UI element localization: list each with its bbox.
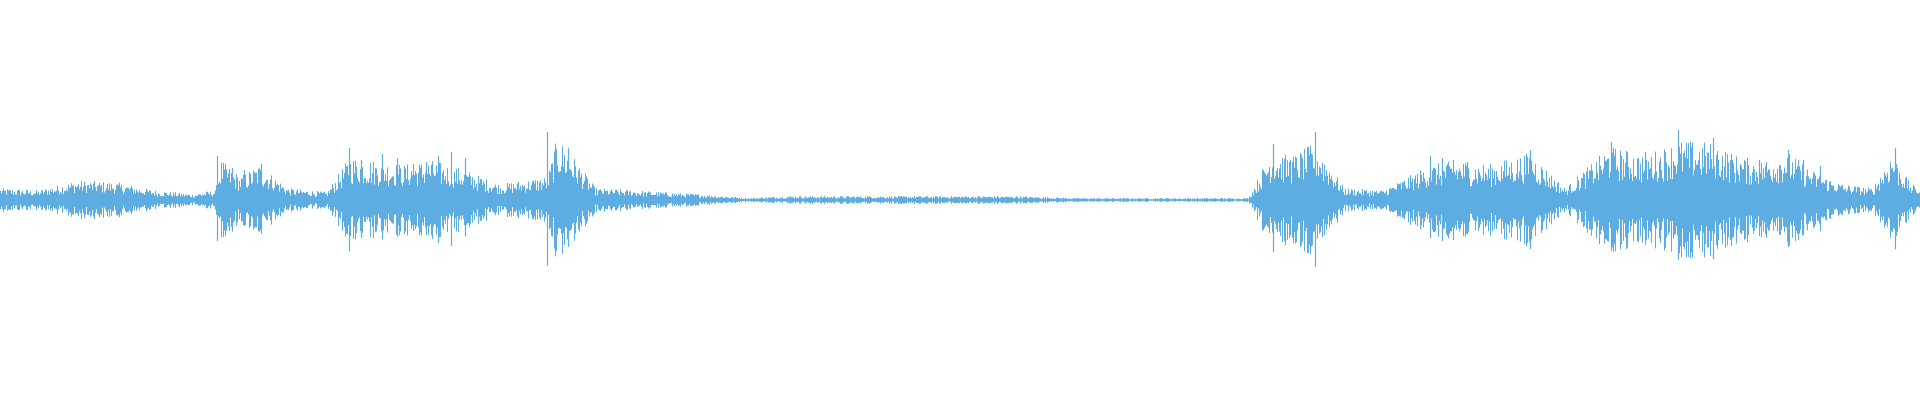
waveform-plot[interactable] bbox=[0, 0, 1920, 400]
audio-waveform-view[interactable] bbox=[0, 0, 1920, 400]
